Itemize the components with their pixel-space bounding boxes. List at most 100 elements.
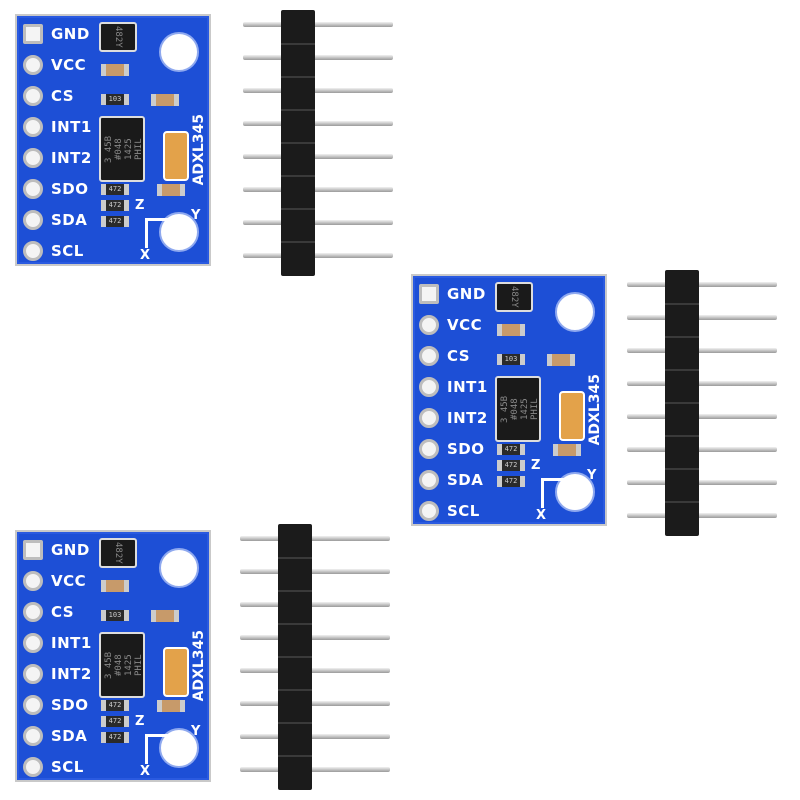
pin-label-int2: INT2 <box>51 149 92 167</box>
capacitor <box>547 354 575 366</box>
chip-marking-line: #048 <box>510 398 520 420</box>
pin-label-cs: CS <box>447 347 471 365</box>
x-axis-arrow <box>145 734 148 764</box>
header-pin <box>240 635 390 640</box>
header-segment-divider <box>281 208 315 210</box>
y-axis-arrow <box>145 218 185 221</box>
header-segment-divider <box>665 402 699 404</box>
resistor: 103 <box>101 610 129 621</box>
pin-pad-sda <box>23 726 43 746</box>
pin-pad-cs <box>23 86 43 106</box>
pin-label-vcc: VCC <box>51 56 87 74</box>
capacitor <box>157 184 185 196</box>
pin-header <box>243 10 393 276</box>
mounting-hole <box>555 292 595 332</box>
resistor: 472 <box>497 460 525 471</box>
header-pin <box>243 154 393 159</box>
header-pin <box>627 447 777 452</box>
capacitor <box>151 94 179 106</box>
pin-pad-gnd <box>23 540 43 560</box>
header-segment-divider <box>278 755 312 757</box>
regulator-chip: 482Y <box>99 22 137 52</box>
header-segment-divider <box>281 76 315 78</box>
header-segment-divider <box>665 468 699 470</box>
pin-pad-int2 <box>419 408 439 428</box>
chip-marking-line: 1425 <box>520 398 530 420</box>
header-pin <box>627 282 777 287</box>
header-segment-divider <box>278 623 312 625</box>
chip-marking-line: PHIL <box>134 138 144 160</box>
pin-label-cs: CS <box>51 87 75 105</box>
chip-marking-line: #048 <box>114 654 124 676</box>
y-axis-arrow <box>541 478 581 481</box>
pin-label-scl: SCL <box>51 242 84 260</box>
header-pin <box>243 55 393 60</box>
pin-pad-int1 <box>23 633 43 653</box>
chip-marking-line: 3 45B <box>500 395 510 423</box>
header-segment-divider <box>278 656 312 658</box>
header-pin <box>240 668 390 673</box>
header-segment-divider <box>278 557 312 559</box>
pin-pad-gnd <box>23 24 43 44</box>
pin-pad-scl <box>23 241 43 261</box>
pin-pad-sdo <box>419 439 439 459</box>
pin-pad-cs <box>419 346 439 366</box>
header-pin <box>243 253 393 258</box>
pin-pad-int1 <box>23 117 43 137</box>
mounting-hole <box>159 548 199 588</box>
model-label: ADXL345 <box>191 630 207 702</box>
capacitor <box>553 444 581 456</box>
header-segment-divider <box>665 501 699 503</box>
regulator-chip: 482Y <box>99 538 137 568</box>
header-segment-divider <box>281 109 315 111</box>
pin-label-vcc: VCC <box>51 572 87 590</box>
header-segment-divider <box>665 369 699 371</box>
header-pin <box>243 88 393 93</box>
pin-header <box>627 270 777 536</box>
pin-header <box>240 524 390 790</box>
pin-pad-int2 <box>23 148 43 168</box>
header-pin <box>243 22 393 27</box>
header-pin <box>627 513 777 518</box>
header-pin <box>243 121 393 126</box>
pin-label-gnd: GND <box>51 541 90 559</box>
pin-pad-sda <box>419 470 439 490</box>
pin-label-vcc: VCC <box>447 316 483 334</box>
pin-label-int1: INT1 <box>447 378 488 396</box>
header-pin <box>240 602 390 607</box>
resistor: 103 <box>101 94 129 105</box>
pin-pad-vcc <box>23 571 43 591</box>
header-pin <box>243 220 393 225</box>
pin-pad-int2 <box>23 664 43 684</box>
tantalum-capacitor <box>163 647 189 697</box>
pin-pad-sdo <box>23 695 43 715</box>
axis-label-z: Z <box>531 458 541 473</box>
tantalum-capacitor <box>559 391 585 441</box>
pin-label-sda: SDA <box>51 211 88 229</box>
pin-pad-gnd <box>419 284 439 304</box>
x-axis-arrow <box>541 478 544 508</box>
capacitor <box>497 324 525 336</box>
regulator-chip: 482Y <box>495 282 533 312</box>
resistor: 472 <box>101 700 129 711</box>
header-segment-divider <box>665 336 699 338</box>
model-label: ADXL345 <box>191 114 207 186</box>
pin-label-gnd: GND <box>51 25 90 43</box>
header-segment-divider <box>665 303 699 305</box>
header-pin <box>240 701 390 706</box>
pin-label-int1: INT1 <box>51 118 92 136</box>
resistor: 472 <box>497 476 525 487</box>
resistor: 472 <box>101 184 129 195</box>
y-axis-arrow <box>145 734 185 737</box>
axis-label-x: X <box>140 764 151 779</box>
pin-label-sda: SDA <box>447 471 484 489</box>
pin-label-int2: INT2 <box>447 409 488 427</box>
pin-label-scl: SCL <box>51 758 84 776</box>
header-segment-divider <box>281 175 315 177</box>
pin-label-int1: INT1 <box>51 634 92 652</box>
header-pin <box>627 480 777 485</box>
